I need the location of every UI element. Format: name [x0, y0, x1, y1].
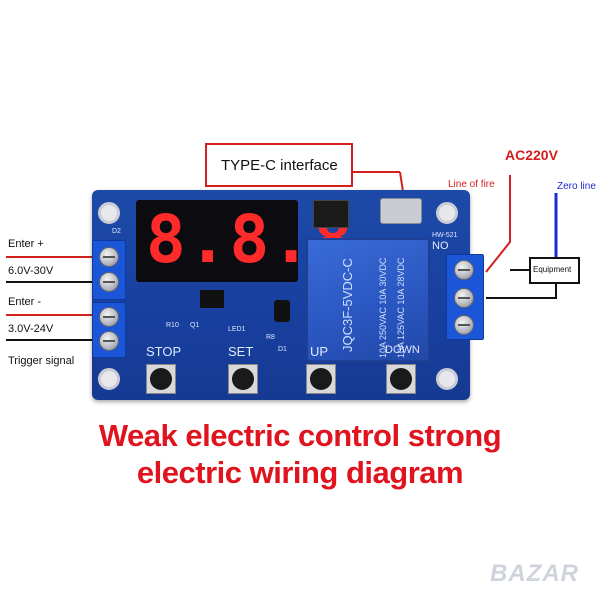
- line-of-fire-label: Line of fire: [448, 179, 495, 190]
- seven-segment-display: 8.8.8.: [136, 200, 394, 282]
- silk-d2: D2: [112, 228, 121, 235]
- caption-line-1: Weak electric control strong: [98, 418, 502, 453]
- diode-component: [274, 300, 290, 322]
- equipment-box: Equipment: [529, 257, 580, 284]
- type-c-callout: TYPE-C interface: [205, 143, 353, 187]
- set-label: SET: [228, 344, 254, 359]
- button-cap: [150, 368, 172, 390]
- button-cap: [390, 368, 412, 390]
- silk-led1: LED1: [228, 326, 246, 333]
- up-label: UP: [310, 344, 329, 359]
- enter-minus-label: Enter -: [8, 296, 42, 308]
- terminal-screw[interactable]: [99, 272, 119, 292]
- silk-r8: R8: [266, 334, 275, 341]
- caption-line-2: electric wiring diagram: [136, 455, 464, 490]
- silk-d1: D1: [278, 346, 287, 353]
- terminal-screw[interactable]: [99, 247, 119, 267]
- terminal-screw[interactable]: [454, 315, 474, 335]
- relay-model: JQC3F-5VDC-C: [340, 258, 355, 352]
- terminal-screw[interactable]: [99, 331, 119, 351]
- mount-hole-tl: [98, 202, 120, 224]
- silk-q1: Q1: [190, 322, 200, 329]
- wire-equipment: [486, 284, 557, 299]
- mount-hole-br: [436, 368, 458, 390]
- trigger-range-label: 3.0V-24V: [8, 323, 54, 335]
- silk-r10: R10: [166, 322, 179, 329]
- button-cap: [232, 368, 254, 390]
- ac-voltage-label: AC220V: [505, 147, 558, 163]
- trigger-signal-label: Trigger signal: [8, 355, 75, 367]
- down-button[interactable]: [386, 364, 416, 394]
- terminal-screw[interactable]: [454, 260, 474, 280]
- mount-hole-bl: [98, 368, 120, 390]
- model-label: HW-521: [432, 232, 458, 239]
- usb-c-port: [380, 198, 422, 224]
- up-button[interactable]: [306, 364, 336, 394]
- set-button[interactable]: [228, 364, 258, 394]
- relay-rating-2: 10A 125VAC 10A 28VDC: [396, 257, 406, 358]
- stop-button[interactable]: [146, 364, 176, 394]
- mount-hole-tr: [436, 202, 458, 224]
- stop-label: STOP: [146, 344, 182, 359]
- callout-text: TYPE-C interface: [221, 157, 338, 174]
- relay-rating-1: 10A 250VAC 10A 30VDC: [378, 257, 388, 358]
- zero-line-label: Zero line: [557, 181, 596, 192]
- down-label: DOWN: [385, 344, 420, 356]
- voltage-range-label: 6.0V-30V: [8, 265, 54, 277]
- relay-component: JQC3F-5VDC-C 10A 250VAC 10A 30VDC 10A 12…: [306, 238, 430, 362]
- terminal-screw[interactable]: [99, 307, 119, 327]
- enter-plus-label: Enter +: [8, 238, 44, 250]
- button-cap: [310, 368, 332, 390]
- equipment-label: Equipment: [533, 265, 572, 274]
- wire-line-of-fire: [485, 175, 511, 273]
- silk-no: NO: [432, 240, 449, 252]
- watermark-logo: BAZAR: [490, 560, 579, 587]
- chip-component: [313, 200, 349, 228]
- ic-chip: [200, 290, 224, 308]
- terminal-screw[interactable]: [454, 288, 474, 308]
